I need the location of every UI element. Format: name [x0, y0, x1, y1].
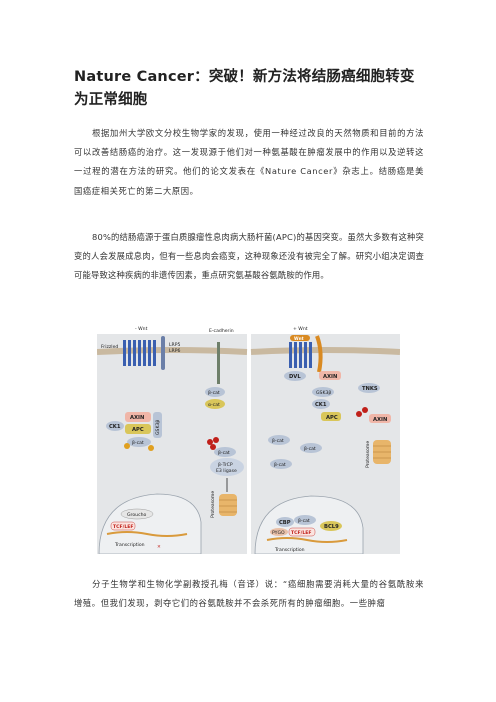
tnks-box [358, 383, 380, 393]
ubiquitin [362, 407, 368, 413]
apc-label: APC [132, 427, 144, 433]
btrcp-box [210, 458, 244, 476]
right-membrane [250, 347, 400, 355]
axin-right-box [319, 371, 341, 380]
lrp5-label: LRP5 [169, 342, 181, 348]
ecadherin-bar [217, 342, 220, 384]
apc-right-label: APC [326, 415, 338, 421]
lrp6-label: LRP6 [169, 348, 181, 354]
frizzled-label: Frizzled [101, 344, 118, 350]
paragraph-2-text: 80%的结肠癌源于蛋白质腺瘤性息肉病大肠杆菌(APC)的基因突变。虽然大多数有这… [74, 232, 424, 281]
tnks-label: TNKS [362, 386, 378, 392]
paragraph-1-text: 根据加州大学欧文分校生物学家的发现，使用一种经过改良的天然物质和目前的方法可以改… [74, 128, 424, 196]
proteasome [219, 494, 237, 516]
beta-cat-complex-label: β-cat [132, 440, 144, 446]
alpha-cat [205, 399, 225, 409]
phospho-marker [124, 443, 130, 449]
pygo-label: PYGO [272, 530, 285, 536]
axin-degrade-label: AXIN [373, 417, 387, 423]
beta-cat-membrane-label: β-cat [208, 390, 220, 396]
dvl-box [284, 371, 306, 381]
beta-cat-ub [214, 447, 236, 457]
beta-cat-ub-label: β-cat [218, 450, 230, 456]
block-x: ✕ [157, 544, 161, 550]
gsk3b-right [312, 387, 334, 397]
left-membrane [97, 347, 248, 355]
beta-cat-free-3 [270, 459, 292, 469]
transcription-label: Transcription [114, 542, 145, 548]
cbp-label: CBP [279, 520, 291, 526]
gsk3b-label: GSK3β [155, 420, 161, 435]
groucho-label: Groucho [127, 512, 147, 518]
ecadherin-label: E-cadherin [209, 328, 234, 334]
wnt-ligand-label: Wnt [294, 336, 304, 341]
left-nucleus [98, 493, 202, 554]
paragraph-1: 根据加州大学欧文分校生物学家的发现，使用一种经过改良的天然物质和目前的方法可以改… [74, 124, 424, 201]
dna-strand [106, 531, 188, 537]
right-transcription-label: Transcription [274, 547, 305, 553]
ubiquitin [356, 411, 362, 417]
ubiquitin [207, 439, 213, 445]
right-frizzled-receptor [289, 342, 312, 368]
proteasome-label: Proteasome [210, 491, 216, 518]
wnt-pathway-figure: - Wnt Frizzled LRP5 LRP6 E-cadherin β-ca… [97, 326, 400, 554]
tcf-right-label: TCF/LEF [291, 530, 312, 536]
ck1-box [106, 421, 124, 431]
article-title: Nature Cancer：突破！新方法将结肠癌细胞转变为正常细胞 [74, 69, 415, 108]
axin-right-label: AXIN [323, 374, 337, 380]
beta-cat-membrane [205, 387, 225, 397]
beta-cat-free-1-label: β-cat [272, 438, 284, 444]
apc-box [125, 424, 151, 434]
ck1-right-label: CK1 [315, 402, 327, 408]
right-dna-strand [266, 537, 348, 543]
btrcp-label: β-TrCP [218, 462, 233, 468]
beta-cat-free-1 [268, 435, 290, 445]
paragraph-3-text: 分子生物学和生物化学副教授孔梅（音译）说：“癌细胞需要消耗大量的谷氨酰胺来增殖。… [74, 579, 424, 609]
beta-cat-free-3-label: β-cat [274, 462, 286, 468]
tcf-box [110, 521, 136, 531]
e3-label: E3 ligase [216, 468, 237, 474]
phospho-marker [148, 445, 154, 451]
beta-cat-free-2-label: β-cat [304, 446, 316, 452]
right-wnt-label: + Wnt [293, 326, 308, 332]
ubiquitin [213, 437, 219, 443]
right-proteasome [373, 440, 391, 464]
left-wnt-label: - Wnt [135, 326, 148, 332]
apc-right-box [321, 412, 341, 421]
paragraph-3: 分子生物学和生物化学副教授孔梅（音译）说：“癌细胞需要消耗大量的谷氨酰胺来增殖。… [74, 575, 424, 613]
alpha-cat-label: α-cat [208, 402, 220, 408]
ck1-right [312, 399, 330, 409]
ck1-label: CK1 [109, 424, 121, 430]
axin-degrade-box [369, 414, 391, 423]
bcl9-label: BCL9 [324, 524, 339, 530]
ubiquitin [210, 444, 216, 450]
cbp-box [276, 517, 294, 527]
bcl9-box [320, 521, 342, 531]
beta-cat-nucleus-label: β-cat [298, 518, 310, 524]
right-proteasome-label: Proteasome [365, 441, 371, 468]
beta-cat-complex [127, 437, 151, 447]
gsk3b-box [153, 412, 162, 438]
tcf-right-box [288, 527, 316, 537]
axin-box [125, 412, 151, 422]
frizzled-receptor [123, 340, 156, 366]
axin-label: AXIN [130, 415, 144, 421]
lrp-receptor [161, 336, 165, 370]
beta-cat-nucleus [294, 515, 316, 525]
lrp-right [315, 335, 323, 373]
wnt-ligand [290, 335, 310, 341]
beta-cat-free-2 [300, 443, 322, 453]
pygo-box [270, 528, 288, 536]
gsk3b-right-label: GSK3β [316, 390, 331, 396]
tcf-label: TCF/LEF [113, 524, 134, 530]
paragraph-2: 80%的结肠癌源于蛋白质腺瘤性息肉病大肠杆菌(APC)的基因突变。虽然大多数有这… [74, 228, 424, 286]
dvl-label: DVL [289, 374, 301, 380]
groucho-box [120, 508, 154, 520]
right-nucleus [254, 495, 364, 554]
